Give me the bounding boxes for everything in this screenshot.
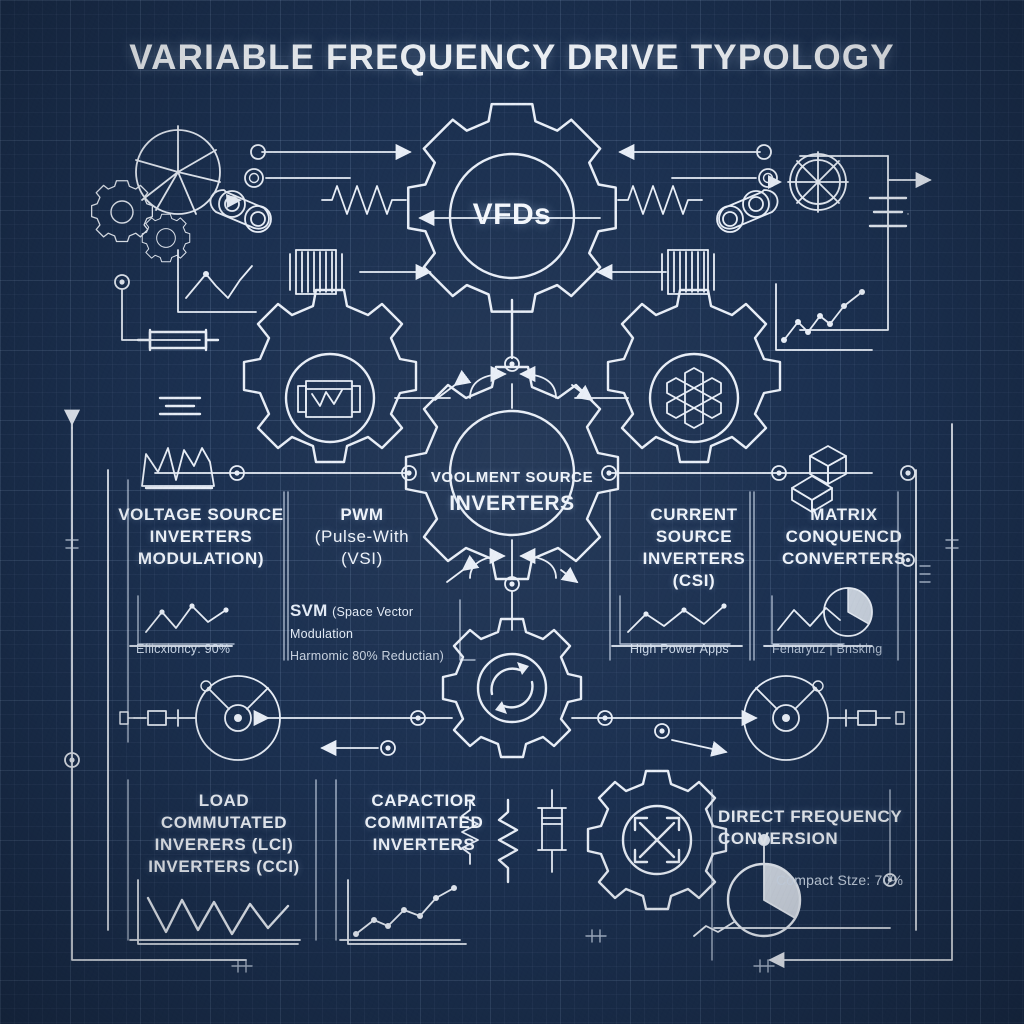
zigzag-crown-icon xyxy=(141,447,215,490)
battery-icon xyxy=(158,396,202,416)
branch-matrix-converters[interactable]: MATRIX CONQUENCD CONVERTERS xyxy=(774,504,914,570)
page-title: VARIABLE FREQUENCY DRIVE TYPOLOGY xyxy=(129,38,895,77)
svm-line3: Harmomic 80% Reductian) xyxy=(290,648,444,663)
branch-label-line3: INVERTERS xyxy=(372,835,476,855)
motor-icon xyxy=(743,675,905,761)
resistor-zigzag-icon xyxy=(617,185,703,215)
pie-chart-icon xyxy=(693,834,802,938)
connector-pair-icon xyxy=(716,189,779,233)
resistor-zigzag-icon xyxy=(321,185,407,215)
branch-label-line1: MATRIX xyxy=(810,505,878,524)
junction-dots xyxy=(71,426,915,887)
svm-heading: SVM xyxy=(290,601,328,620)
branch-label-line1: VOLTAGE SOURCE xyxy=(118,505,284,524)
branch-label-line1: DIRECT FREQUENCY xyxy=(718,807,903,826)
branch-label-line3: MODULATION) xyxy=(137,549,265,569)
small-gears-icon xyxy=(90,180,191,263)
root-gear-label: VFDs xyxy=(472,198,552,231)
fan-wheel-icon xyxy=(768,151,849,213)
branch-pwm[interactable]: PWM (Pulse-With (VSI) xyxy=(298,504,426,570)
svm-block[interactable]: SVM (Space Vector Modulation Harmomic 80… xyxy=(290,600,470,666)
center-gear-label-line1: VOOLMENT SOURCE xyxy=(430,469,594,486)
gear-recycle-icon[interactable] xyxy=(441,617,583,759)
root-gear-vfds[interactable] xyxy=(407,102,617,313)
resistor-zigzag-icon xyxy=(461,799,479,865)
branch-label-line3: INVERTERS (CCI) xyxy=(148,857,300,877)
line-chart-icon xyxy=(771,595,845,645)
branch-label-line2: INVERERS (LCI) xyxy=(154,835,294,855)
branch-label-line2: CONVERSION xyxy=(718,829,839,849)
trend-chart-icon xyxy=(347,879,467,945)
branch-label-line2: (Pulse-With xyxy=(314,527,410,547)
capacitor-icon xyxy=(868,196,908,228)
line-graph-icon xyxy=(177,249,257,313)
line-chart-icon xyxy=(619,595,731,645)
svm-line2: Modulation xyxy=(290,626,354,641)
branch-voltage-source-inverters[interactable]: VOLTAGE SOURCE INVERTERS MODULATION) xyxy=(118,504,284,570)
gear-matrix-cross-icon[interactable] xyxy=(586,769,728,911)
branch-caption-high-power: High Power Apps xyxy=(630,642,729,656)
branch-label-line1: PWM xyxy=(340,505,384,524)
branch-label-line2: COMMITATED xyxy=(364,813,484,833)
svm-line1: (Space Vector xyxy=(332,605,414,619)
coil-icon xyxy=(661,249,715,295)
trend-chart-icon xyxy=(775,283,873,351)
branch-caption-matrix: Fenaryuz | Bnsking xyxy=(772,642,883,656)
isometric-cubes-icon xyxy=(791,445,847,513)
center-gear-inverters[interactable] xyxy=(404,365,620,581)
fuse-icon xyxy=(537,789,567,873)
branch-label-line1: CAPACTIOR xyxy=(371,791,477,810)
branch-label-line3: (CSI) xyxy=(672,571,716,591)
branch-label-line2: INVERTERS xyxy=(149,527,253,547)
branch-current-source-inverters[interactable]: CURRENT SOURCE INVERTERS (CSI) xyxy=(612,504,776,592)
branch-capacitor-commutated-inverters[interactable]: CAPACTIOR COMMITATED INVERTERS xyxy=(344,790,504,856)
branch-label-line2: CONQUENCD xyxy=(785,527,903,547)
gear-honeycomb-icon[interactable] xyxy=(606,288,782,464)
branch-label-line2: INVERTERS xyxy=(642,549,746,569)
zigzag-icon xyxy=(497,798,519,884)
center-gear-label-line2: INVERTERS xyxy=(449,492,575,515)
gear-drive-cabinet-icon[interactable] xyxy=(242,288,418,464)
motor-icon xyxy=(119,675,281,761)
coil-icon xyxy=(289,249,343,295)
branch-label-line3: (VSI) xyxy=(341,549,383,569)
branch-label-line3: CONVERTERS xyxy=(781,549,907,569)
branch-caption-efficiency: Efiicxioncy: 90% xyxy=(136,642,231,656)
branch-label-line1: LOAD COMMUTATED xyxy=(160,791,288,833)
connector-pair-icon xyxy=(209,189,272,233)
inductor-icon xyxy=(136,328,220,352)
pie-chart-icon xyxy=(823,587,873,637)
branch-direct-frequency-conversion[interactable]: DIRECT FREQUENCY CONVERSION xyxy=(718,806,908,850)
line-chart-icon xyxy=(137,595,235,645)
branch-caption-compact-size: Compact Stze: 70% xyxy=(776,872,904,888)
waveform-chart-icon xyxy=(137,879,299,945)
branch-label-line1: CURRENT SOURCE xyxy=(650,505,738,547)
branch-load-commutated-inverters[interactable]: LOAD COMMUTATED INVERERS (LCI) INVERTERS… xyxy=(134,790,314,878)
